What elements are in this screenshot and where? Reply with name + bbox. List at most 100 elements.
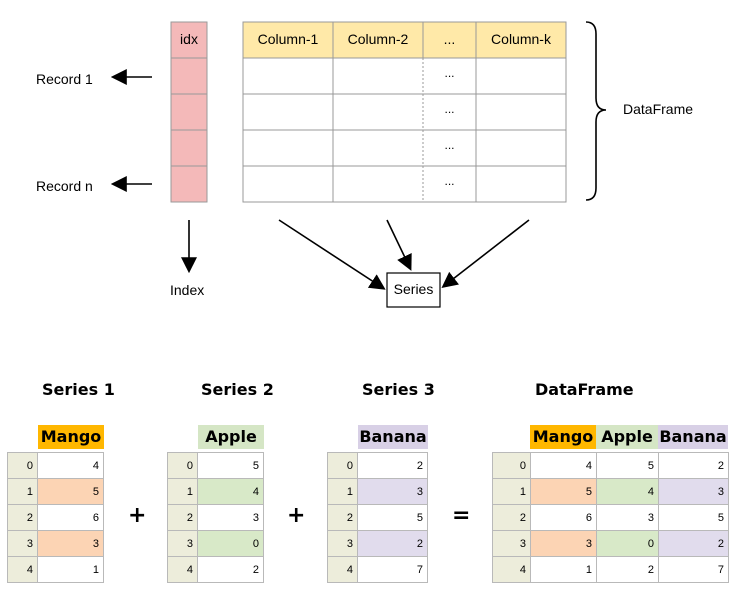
index-cell: 0 (167, 452, 198, 479)
value-cell: 5 (596, 452, 659, 479)
index-cell: 3 (167, 530, 198, 557)
value-cell: 1 (37, 556, 104, 583)
dataframe-label: DataFrame (623, 101, 694, 117)
series-box (386, 272, 441, 308)
value-cell: 4 (197, 478, 264, 505)
table-row: 0 4 5 2 (492, 452, 729, 479)
series-3-title: Series 3 (362, 380, 435, 399)
value-cell: 4 (596, 478, 659, 505)
value-cell: 5 (197, 452, 264, 479)
index-cell: 4 (492, 556, 531, 583)
df-banana-header: Banana (658, 425, 728, 449)
idx-header-cell (170, 21, 208, 59)
df-apple-header: Apple (596, 425, 658, 449)
value-cell: 7 (357, 556, 428, 583)
value-cell: 3 (357, 478, 428, 505)
index-cell: 0 (492, 452, 531, 479)
column-header-label: ... (443, 31, 456, 47)
idx-header-label: idx (180, 31, 198, 47)
index-cell: 2 (7, 504, 38, 531)
ellipsis-cell: ... (444, 102, 455, 116)
index-cell: 1 (492, 478, 531, 505)
ellipsis-cell: ... (444, 66, 455, 80)
value-cell: 4 (37, 452, 104, 479)
record-1-label: Record 1 (36, 71, 93, 87)
value-cell: 0 (197, 530, 264, 557)
value-cell: 2 (197, 556, 264, 583)
value-cell: 3 (37, 530, 104, 557)
series-1-title: Series 1 (42, 380, 115, 399)
index-cell: 1 (167, 478, 198, 505)
index-cell: 1 (327, 478, 358, 505)
index-cell: 4 (167, 556, 198, 583)
df-mango-header: Mango (530, 425, 596, 449)
mango-header: Mango (38, 425, 104, 449)
series-label: Series (393, 281, 434, 297)
apple-header: Apple (198, 425, 264, 449)
table-row: 3 3 0 2 (492, 530, 729, 557)
index-cell: 0 (7, 452, 38, 479)
index-cell: 2 (167, 504, 198, 531)
index-cell: 4 (7, 556, 38, 583)
value-cell: 2 (596, 556, 659, 583)
value-cell: 4 (530, 452, 597, 479)
index-cell: 3 (7, 530, 38, 557)
value-cell: 3 (197, 504, 264, 531)
value-cell: 6 (530, 504, 597, 531)
series-2-title: Series 2 (201, 380, 274, 399)
value-cell: 2 (357, 530, 428, 557)
column-header-cell (332, 21, 424, 59)
value-cell: 1 (530, 556, 597, 583)
value-cell: 0 (596, 530, 659, 557)
value-cell: 3 (596, 504, 659, 531)
value-cell: 2 (658, 530, 729, 557)
plus-operator: + (128, 503, 147, 528)
table-row: 1 5 4 3 (492, 478, 729, 505)
index-label: Index (170, 282, 205, 298)
column-header-label: Column-2 (347, 31, 409, 47)
index-cell: 0 (327, 452, 358, 479)
series-arrow (441, 219, 530, 288)
value-cell: 2 (357, 452, 428, 479)
index-cell: 1 (7, 478, 38, 505)
value-cell: 6 (37, 504, 104, 531)
dataframe-body-grid (242, 57, 567, 203)
column-header-label: Column-k (491, 31, 551, 47)
record-n-label: Record n (36, 178, 93, 194)
value-cell: 5 (357, 504, 428, 531)
plus-operator: + (287, 503, 306, 528)
dataframe-title: DataFrame (535, 380, 634, 399)
idx-cell (170, 129, 208, 167)
ellipsis-cell: ... (444, 138, 455, 152)
idx-cell (170, 93, 208, 131)
value-cell: 2 (658, 452, 729, 479)
value-cell: 3 (658, 478, 729, 505)
dataframe-brace (585, 21, 607, 201)
dataframe-structure-diagram (110, 21, 607, 308)
dataframe-table: 0 4 5 2 1 5 4 3 2 6 3 5 3 3 0 2 4 1 2 7 (492, 452, 729, 583)
idx-cell (170, 57, 208, 95)
series-arrow (386, 219, 412, 271)
table-row: 4 1 2 7 (492, 556, 729, 583)
value-cell: 5 (530, 478, 597, 505)
index-cell: 2 (327, 504, 358, 531)
column-header-cell (242, 21, 334, 59)
index-cell: 2 (492, 504, 531, 531)
value-cell: 3 (530, 530, 597, 557)
index-cell: 3 (327, 530, 358, 557)
value-cell: 5 (37, 478, 104, 505)
